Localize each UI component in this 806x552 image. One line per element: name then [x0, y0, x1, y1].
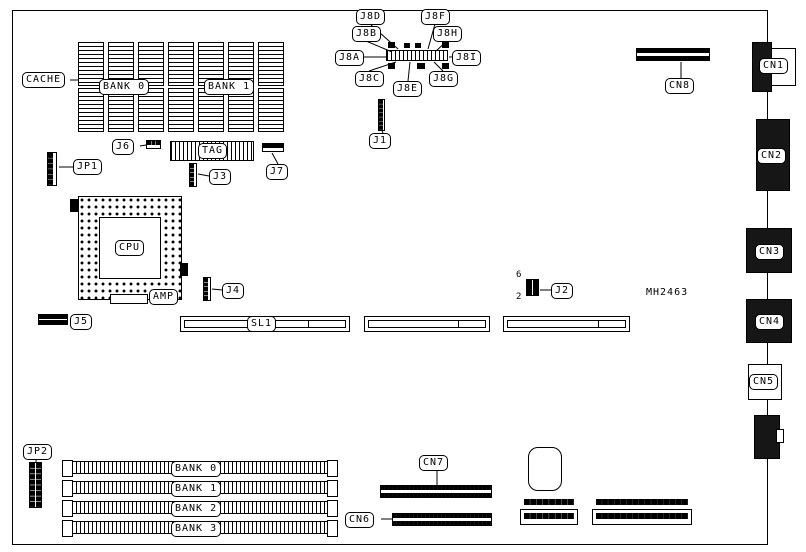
label-cpu: CPU	[115, 240, 145, 256]
leader-line	[381, 130, 384, 134]
label-j8f: J8F	[421, 9, 451, 25]
label-simm-bank0: BANK 0	[171, 461, 222, 477]
cn3-connector	[746, 228, 792, 273]
leader-line	[368, 61, 397, 72]
label-j8a: J8A	[335, 50, 365, 66]
label-j1: J1	[369, 133, 392, 149]
label-simm-bank3: BANK 3	[171, 521, 222, 537]
part-number-label: MH2463	[646, 287, 689, 298]
label-j7: J7	[266, 164, 289, 180]
label-j8e: J8E	[393, 81, 423, 97]
cache-chip	[258, 88, 284, 132]
j2-pin2-label: 2	[516, 292, 522, 302]
label-cn8: CN8	[665, 78, 695, 94]
j8-pad	[442, 42, 449, 48]
label-sl1: SL1	[247, 316, 277, 332]
j8-pad	[442, 63, 449, 69]
cache-chip	[168, 88, 194, 132]
j1-component	[378, 99, 385, 131]
j7-component	[262, 143, 284, 152]
cache-chip	[228, 42, 254, 86]
leader-line	[435, 40, 448, 52]
amp-bar	[110, 294, 148, 304]
expansion-slot-2	[364, 316, 490, 332]
cache-chip	[78, 88, 104, 132]
j3-component	[189, 163, 197, 187]
pad-row	[596, 499, 688, 505]
cache-chip	[138, 42, 164, 86]
j8-pad	[388, 42, 395, 48]
label-cache: CACHE	[22, 72, 66, 88]
cn7-connector	[380, 485, 492, 498]
j6-component	[146, 140, 161, 149]
pad-strip	[520, 509, 578, 525]
label-j8i: J8I	[452, 50, 482, 66]
label-cn7: CN7	[419, 455, 449, 471]
pad-strip	[592, 509, 692, 525]
label-jp2: JP2	[23, 444, 53, 460]
label-j6: J6	[112, 139, 135, 155]
leader-line	[211, 288, 223, 291]
label-j3: J3	[209, 169, 232, 185]
cache-chip	[228, 88, 254, 132]
j8-pad	[417, 63, 425, 69]
label-cn6: CN6	[345, 512, 375, 528]
expansion-slot-3	[503, 316, 630, 332]
leader-line	[433, 61, 444, 72]
cache-chip	[108, 88, 134, 132]
leader-line	[271, 152, 279, 165]
label-j8d: J8D	[356, 9, 386, 25]
label-j8h: J8H	[433, 26, 463, 42]
label-j8c: J8C	[355, 71, 385, 87]
jp1-header	[47, 152, 57, 186]
label-cn5: CN5	[749, 374, 779, 390]
label-amp: AMP	[149, 289, 179, 305]
label-cache-bank1: BANK 1	[204, 79, 255, 95]
cache-chip	[198, 88, 224, 132]
label-j5: J5	[70, 314, 93, 330]
cn6-connector	[392, 513, 492, 526]
j8-pad	[404, 43, 410, 48]
j8-pad	[388, 63, 395, 69]
pad-row	[524, 499, 574, 505]
label-j4: J4	[222, 283, 245, 299]
leader-line	[197, 173, 210, 177]
leader-line	[365, 40, 393, 53]
label-j2: J2	[551, 283, 574, 299]
label-j8g: J8G	[429, 71, 459, 87]
label-tag: TAG	[198, 143, 228, 159]
j5-component	[38, 314, 68, 325]
label-jp1: JP1	[73, 159, 103, 175]
aux-edge-tab	[776, 429, 784, 443]
cpu-key-tab	[70, 199, 78, 212]
jp2-header	[29, 462, 42, 508]
label-j8b: J8B	[352, 26, 382, 42]
cache-chip	[138, 88, 164, 132]
j2-component	[526, 279, 539, 296]
leader-line	[139, 144, 147, 147]
label-cn2: CN2	[757, 148, 787, 164]
cache-chip	[258, 42, 284, 86]
j4-component	[203, 277, 211, 301]
cache-chip	[168, 42, 194, 86]
rounded-component	[528, 447, 562, 491]
label-cache-bank0: BANK 0	[99, 79, 150, 95]
j8-pad	[415, 43, 421, 48]
label-simm-bank2: BANK 2	[171, 501, 222, 517]
label-cn3: CN3	[755, 244, 785, 260]
j2-pin6-label: 6	[516, 270, 522, 280]
label-cn4: CN4	[755, 314, 785, 330]
cache-chip	[78, 42, 104, 86]
leader-line	[407, 61, 411, 82]
cn8-connector	[636, 48, 710, 61]
j8-connector-block	[386, 50, 448, 61]
cpu-key-tab	[180, 263, 188, 276]
label-simm-bank1: BANK 1	[171, 481, 222, 497]
cache-chip	[198, 42, 224, 86]
label-cn1: CN1	[759, 58, 789, 74]
